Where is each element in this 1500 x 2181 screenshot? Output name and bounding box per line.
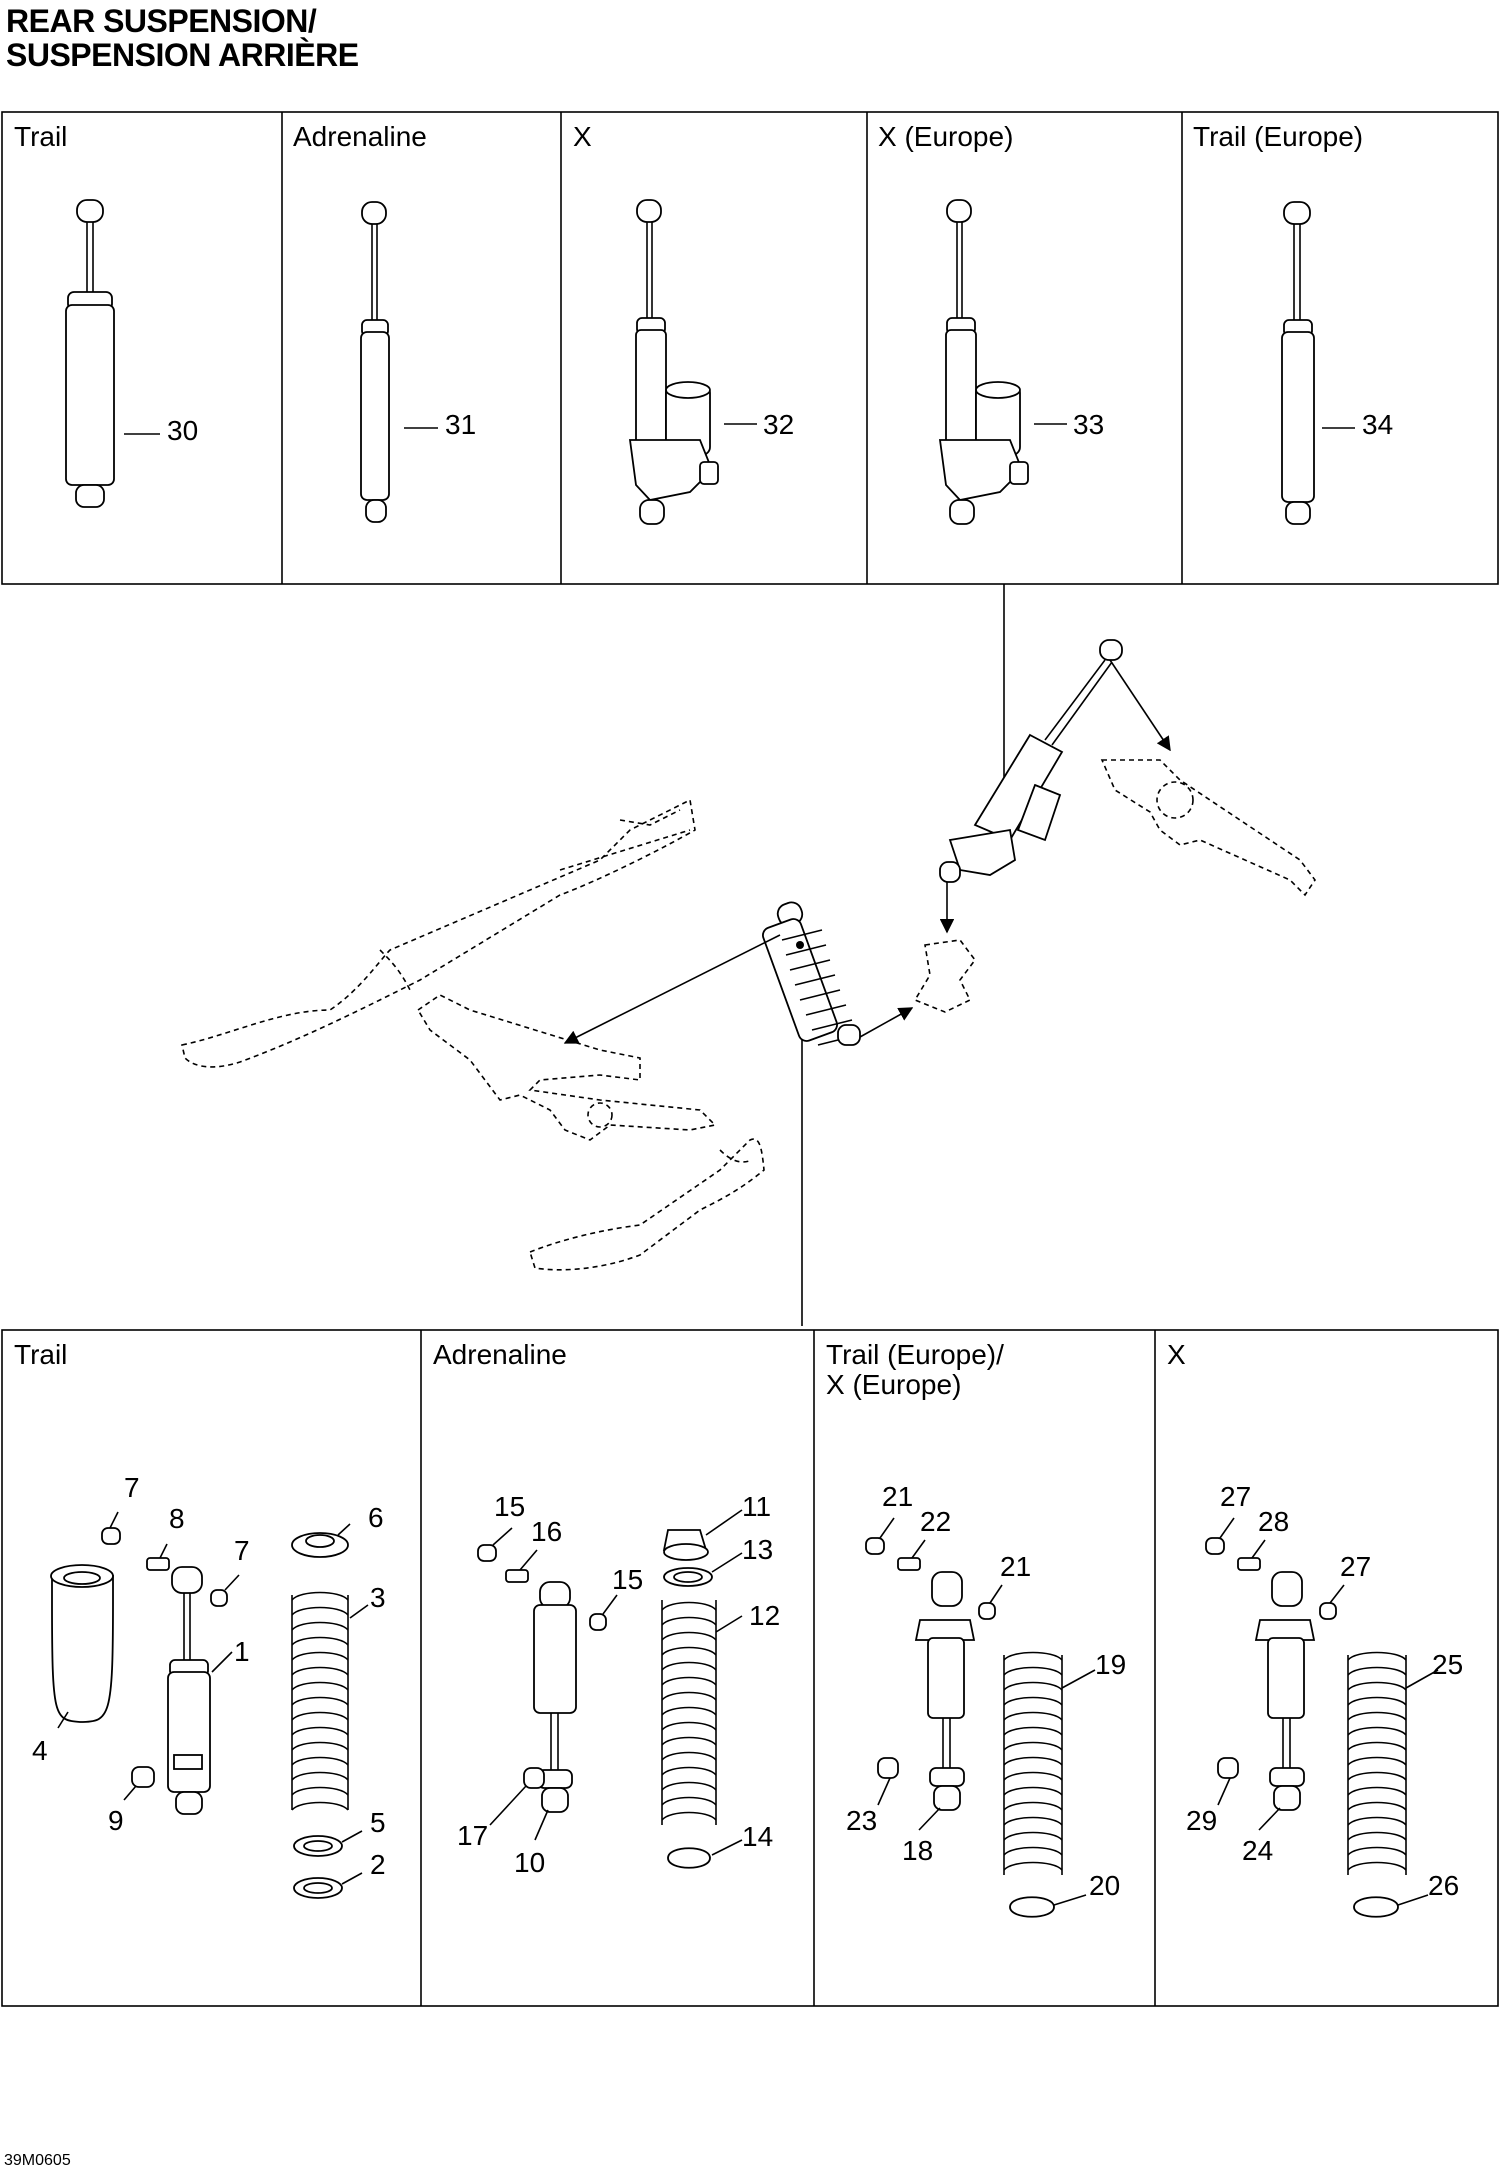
part-number-17: 17 <box>457 1820 488 1851</box>
part-number-27a: 27 <box>1220 1481 1251 1512</box>
top-panel-label-trail: Trail <box>14 121 67 152</box>
adrenaline-shock-kit <box>477 1509 743 1869</box>
shock-absorber-34 <box>1281 201 1355 525</box>
part-number-22: 22 <box>920 1506 951 1537</box>
bottom-panel-label-x: X <box>1167 1339 1186 1370</box>
drawing-code: 39M0605 <box>4 2152 71 2169</box>
part-number-7a: 7 <box>124 1472 140 1503</box>
part-number-34: 34 <box>1362 409 1393 440</box>
part-number-20: 20 <box>1089 1870 1120 1901</box>
shock-absorber-30 <box>65 199 160 508</box>
top-panel-label-trail-europe: Trail (Europe) <box>1193 121 1363 152</box>
part-number-19: 19 <box>1095 1649 1126 1680</box>
title-line-1: REAR SUSPENSION/ <box>6 3 317 39</box>
trail-europe-shock-kit <box>865 1517 1096 1918</box>
part-number-1: 1 <box>234 1636 250 1667</box>
bottom-panel-label-trail: Trail <box>14 1339 67 1370</box>
center-air-shock <box>939 639 1123 883</box>
part-number-32: 32 <box>763 409 794 440</box>
part-number-23: 23 <box>846 1805 877 1836</box>
part-number-4: 4 <box>32 1735 48 1766</box>
part-number-33: 33 <box>1073 409 1104 440</box>
part-number-18: 18 <box>902 1835 933 1866</box>
shock-absorber-31 <box>360 201 438 523</box>
bottom-panel-label-trail-europe: Trail (Europe)/ <box>826 1339 1004 1370</box>
title-line-2: SUSPENSION ARRIÈRE <box>6 37 359 73</box>
part-number-28: 28 <box>1258 1506 1289 1537</box>
part-number-10: 10 <box>514 1847 545 1878</box>
page-title: REAR SUSPENSION/ SUSPENSION ARRIÈRE <box>6 4 359 72</box>
part-number-2: 2 <box>370 1849 386 1880</box>
part-number-11: 11 <box>742 1491 771 1522</box>
part-number-30: 30 <box>167 415 198 446</box>
part-number-7b: 7 <box>234 1535 250 1566</box>
bottom-panels-grid <box>1 1329 1499 2007</box>
bottom-panel-label-adrenaline: Adrenaline <box>433 1339 567 1370</box>
part-number-16: 16 <box>531 1516 562 1547</box>
shock-absorber-33 <box>938 199 1067 525</box>
center-coil-shock <box>762 901 861 1046</box>
part-number-13: 13 <box>742 1534 773 1565</box>
top-panels-grid <box>1 111 1499 585</box>
part-number-8: 8 <box>169 1503 185 1534</box>
part-number-27b: 27 <box>1340 1551 1371 1582</box>
part-number-26: 26 <box>1428 1870 1459 1901</box>
top-panel-label-adrenaline: Adrenaline <box>293 121 427 152</box>
part-number-29: 29 <box>1186 1805 1217 1836</box>
bottom-panel-label-x-europe: X (Europe) <box>826 1369 961 1400</box>
part-number-21a: 21 <box>882 1481 913 1512</box>
shock-absorber-32 <box>628 199 757 525</box>
x-shock-kit <box>1205 1517 1439 1918</box>
part-number-14: 14 <box>742 1821 773 1852</box>
part-number-25: 25 <box>1432 1649 1463 1680</box>
part-number-31: 31 <box>445 409 476 440</box>
part-number-24: 24 <box>1242 1835 1273 1866</box>
part-number-15a: 15 <box>494 1491 525 1522</box>
top-panel-label-x: X <box>573 121 592 152</box>
part-number-21b: 21 <box>1000 1551 1031 1582</box>
top-panel-label-x-europe: X (Europe) <box>878 121 1013 152</box>
part-number-12: 12 <box>749 1600 780 1631</box>
part-number-9: 9 <box>108 1805 124 1836</box>
trail-shock-kit <box>50 1511 369 1899</box>
part-number-3: 3 <box>370 1582 386 1613</box>
rear-suspension-assembly <box>181 584 1316 1326</box>
part-number-6: 6 <box>368 1502 384 1533</box>
part-number-5: 5 <box>370 1807 386 1838</box>
part-number-15b: 15 <box>612 1564 643 1595</box>
